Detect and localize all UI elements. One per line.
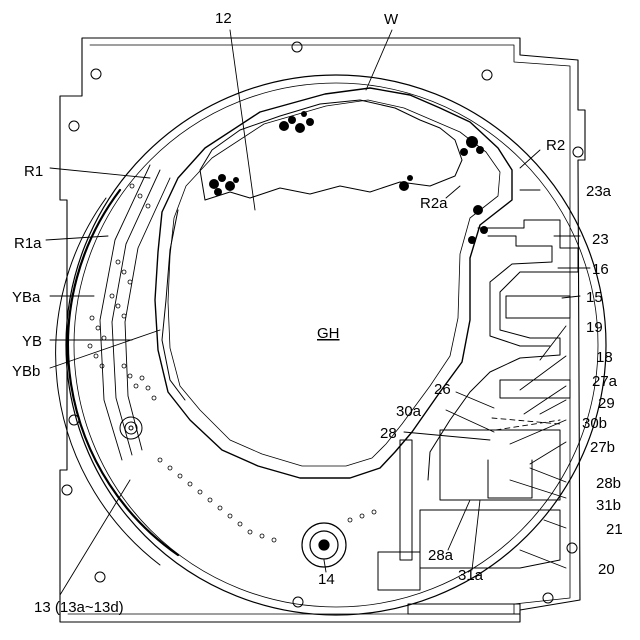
label-YB: YB <box>22 333 42 350</box>
label-23a: 23a <box>586 183 612 200</box>
label-R2a: R2a <box>420 195 448 212</box>
label-23: 23 <box>592 231 609 248</box>
label-R1: R1 <box>24 163 43 180</box>
label-26: 26 <box>434 381 451 398</box>
wafer-rough-edge-left <box>162 210 185 400</box>
left-arc-bands <box>100 165 170 460</box>
label-R2: R2 <box>546 137 565 154</box>
label-YBb: YBb <box>12 363 40 380</box>
label-31b: 31b <box>596 497 621 514</box>
label-28a: 28a <box>428 547 454 564</box>
drum-rings <box>56 75 606 615</box>
left-hole-rows <box>88 184 376 542</box>
rotor-13 <box>120 417 142 439</box>
label-15: 15 <box>586 289 603 306</box>
label-14: 14 <box>318 571 335 588</box>
wafer-rough-edge-top <box>200 100 462 200</box>
inner-chamber-outline <box>155 88 512 478</box>
label-19: 19 <box>586 319 603 336</box>
label-27b: 27b <box>590 439 615 456</box>
label-GH: GH <box>317 325 340 342</box>
label-W: W <box>384 11 399 28</box>
inner-chamber-inner-outline <box>168 100 500 466</box>
label-R1a: R1a <box>14 235 42 252</box>
dashed-lines <box>492 418 560 430</box>
label-28b: 28b <box>596 475 621 492</box>
label-20: 20 <box>598 561 615 578</box>
label-30a: 30a <box>396 403 422 420</box>
label-13: 13 (13a~13d) <box>34 599 124 616</box>
labels: 12 W R1 R1a R2 R2a 23a 23 16 15 YBa YB Y… <box>12 10 623 616</box>
label-31a: 31a <box>458 567 484 584</box>
label-21: 21 <box>606 521 623 538</box>
label-12: 12 <box>215 10 232 27</box>
label-18: 18 <box>596 349 613 366</box>
label-YBa: YBa <box>12 289 41 306</box>
label-16: 16 <box>592 261 609 278</box>
label-30b: 30b <box>582 415 607 432</box>
label-28: 28 <box>380 425 397 442</box>
label-27a: 27a <box>592 373 618 390</box>
label-29: 29 <box>598 395 615 412</box>
